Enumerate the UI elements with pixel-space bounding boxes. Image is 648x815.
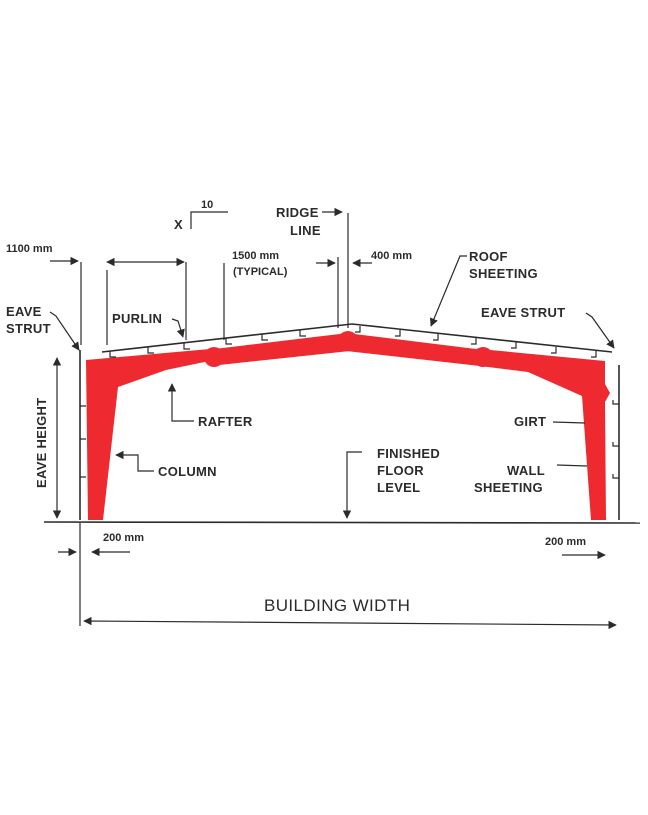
floor-line: [43, 521, 641, 524]
svg-text:SHEETING: SHEETING: [474, 480, 543, 495]
rafter-callout: RAFTER: [167, 383, 253, 429]
svg-text:EAVE: EAVE: [6, 304, 42, 319]
column-offset-right: 200 mm: [545, 536, 606, 560]
finished-floor-level-callout: FINISHED FLOOR LEVEL: [342, 446, 440, 519]
svg-text:STRUT: STRUT: [6, 321, 51, 336]
roof-sheeting-callout: ROOF SHEETING: [430, 249, 538, 327]
girt-callout: GIRT: [514, 414, 586, 429]
svg-text:LINE: LINE: [290, 223, 321, 238]
svg-text:WALL: WALL: [507, 463, 545, 478]
svg-text:200 mm: 200 mm: [545, 536, 586, 548]
svg-text:1100 mm: 1100 mm: [6, 243, 53, 255]
svg-text:SHEETING: SHEETING: [469, 266, 538, 281]
svg-text:1500 mm: 1500 mm: [232, 250, 279, 262]
svg-text:RIDGE: RIDGE: [276, 205, 319, 220]
purlin-callout: PURLIN: [112, 311, 185, 338]
roof-sheeting: [101, 323, 613, 358]
ridge-line-callout: RIDGE LINE: [276, 205, 349, 328]
steel-frame: [86, 331, 610, 520]
ridge-splice: [338, 331, 358, 351]
left-rafter: [206, 333, 350, 366]
right-column: [480, 349, 610, 520]
svg-text:400 mm: 400 mm: [371, 250, 412, 262]
svg-text:PURLIN: PURLIN: [112, 311, 162, 326]
svg-text:FLOOR: FLOOR: [377, 463, 424, 478]
eave-strut-right-callout: EAVE STRUT: [481, 305, 615, 349]
svg-text:X: X: [174, 217, 183, 232]
svg-text:(TYPICAL): (TYPICAL): [233, 266, 288, 278]
column-offset-left: 200 mm: [58, 532, 144, 557]
svg-text:ROOF: ROOF: [469, 249, 508, 264]
wall-sheeting-callout: WALL SHEETING: [474, 463, 588, 495]
svg-text:FINISHED: FINISHED: [377, 446, 440, 461]
svg-text:COLUMN: COLUMN: [158, 464, 217, 479]
rafter-splice-left: [204, 347, 224, 367]
building-width-dimension: BUILDING WIDTH: [79, 523, 617, 630]
eave-offset-dimension: 1100 mm: [6, 243, 187, 345]
svg-text:200 mm: 200 mm: [103, 532, 144, 544]
roof-slope-indicator: X 10: [174, 199, 228, 232]
column-callout: COLUMN: [115, 450, 217, 479]
left-column: [86, 349, 214, 520]
wall-sheeting: [79, 350, 620, 520]
svg-text:EAVE STRUT: EAVE STRUT: [481, 305, 565, 320]
svg-text:EAVE HEIGHT: EAVE HEIGHT: [34, 398, 49, 488]
eave-height-dimension: EAVE HEIGHT: [34, 357, 62, 519]
rafter-splice-right: [473, 347, 493, 367]
purlin-spacing-dimension: 1500 mm (TYPICAL) 400 mm: [223, 250, 412, 340]
svg-text:GIRT: GIRT: [514, 414, 546, 429]
right-rafter: [346, 333, 484, 366]
svg-text:10: 10: [201, 199, 213, 211]
svg-text:LEVEL: LEVEL: [377, 480, 420, 495]
svg-text:BUILDING WIDTH: BUILDING WIDTH: [264, 596, 410, 615]
svg-text:RAFTER: RAFTER: [198, 414, 253, 429]
eave-strut-left-callout: EAVE STRUT: [6, 304, 80, 351]
